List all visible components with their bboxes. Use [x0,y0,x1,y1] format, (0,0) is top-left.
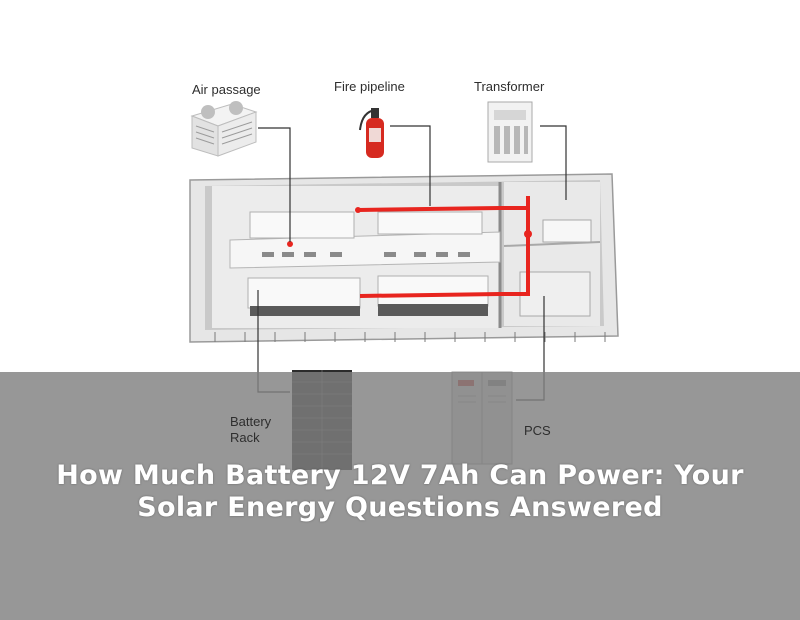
article-headline: How Much Battery 12V 7Ah Can Power: Your… [56,460,744,523]
pipeline-joint [524,230,532,238]
transformer-icon [487,101,533,163]
pipeline-joint [287,241,293,247]
label-air-passage: Air passage [192,82,261,97]
label-transformer: Transformer [474,79,545,94]
container-shell [189,173,619,343]
label-battery-rack: Battery Rack [230,414,272,445]
label-pcs: PCS [524,423,551,438]
headline-overlay [0,372,800,620]
air-conditioner-icon [190,101,258,157]
label-fire-pipeline: Fire pipeline [334,79,405,94]
pipeline-joint [355,207,361,213]
fire-extinguisher-icon [359,108,384,158]
